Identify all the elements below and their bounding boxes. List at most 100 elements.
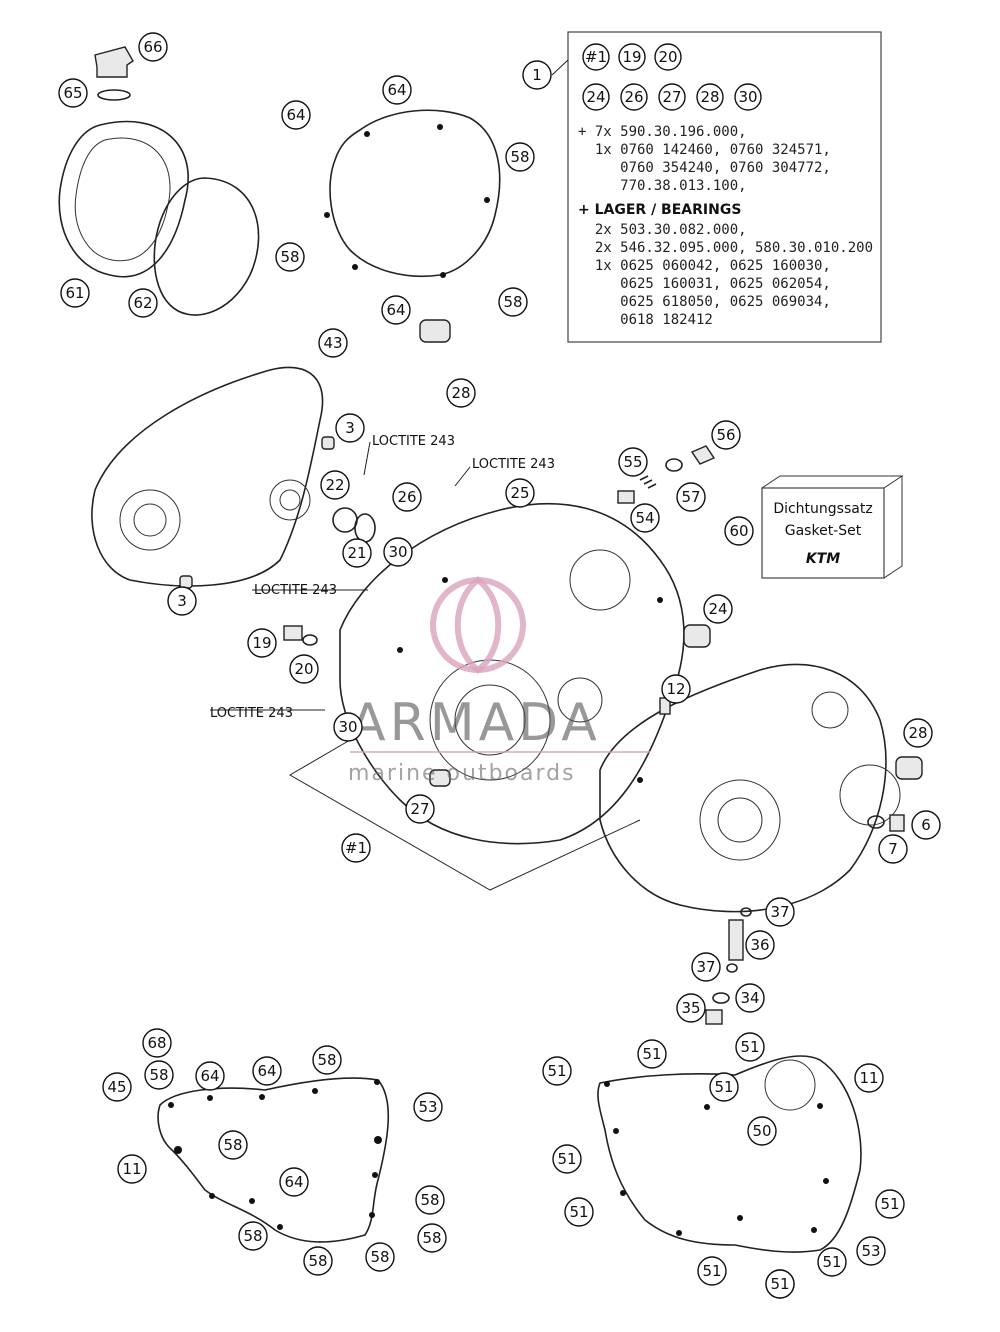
callout-l58a: 58	[144, 1060, 174, 1090]
kit-row-1: #1 19 20	[582, 43, 682, 71]
kit-part-lines: + 7x 590.30.196.000, 1x 0760 142460, 076…	[578, 124, 873, 328]
gasket-set-box: Dichtungssatz Gasket-Set KTM	[761, 475, 904, 579]
crankcase-gasket-right	[597, 1055, 862, 1253]
callout-r50: 50	[747, 1116, 777, 1146]
callout-number: 58	[243, 1227, 262, 1245]
callout-circle	[275, 242, 305, 272]
callout-number: 58	[223, 1136, 242, 1154]
callout-c22: 22	[320, 470, 350, 500]
callout-number: 34	[740, 989, 759, 1007]
callout-c66: 66	[138, 32, 168, 62]
callout-number: 25	[510, 484, 529, 502]
callout-circle	[552, 1144, 582, 1174]
callout-circle	[413, 1092, 443, 1122]
callout-c62: 62	[128, 288, 158, 318]
callout-c65: 65	[58, 78, 88, 108]
callout-r51g: 51	[564, 1197, 594, 1227]
callout-number: 3	[345, 419, 355, 437]
washer-34	[712, 992, 730, 1004]
svg-text:24: 24	[586, 88, 605, 106]
callout-c64b: 64	[382, 75, 412, 105]
callout-c7: 7	[878, 834, 908, 864]
callout-r51b: 51	[637, 1039, 667, 1069]
callout-circle	[281, 100, 311, 130]
kit-bearings-title: + LAGER / BEARINGS	[578, 202, 741, 218]
callout-circle	[142, 1028, 172, 1058]
callout-number: 62	[133, 294, 152, 312]
callout-circle	[312, 1045, 342, 1075]
callout-c12: 12	[661, 674, 691, 704]
kit-callout: 26	[620, 83, 648, 111]
callout-c37a: 37	[765, 897, 795, 927]
callout-circle	[446, 378, 476, 408]
ring-37b	[726, 963, 738, 973]
kit-line: 0760 354240, 0760 304772,	[578, 160, 831, 176]
loctite-label-2: LOCTITE 243	[472, 457, 555, 472]
kit-callout: #1	[582, 43, 610, 71]
callout-l58e: 58	[238, 1221, 268, 1251]
bushing-27	[429, 769, 451, 787]
callout-number: 64	[284, 1173, 303, 1191]
callout-c60: 60	[724, 516, 754, 546]
callout-circle	[747, 1116, 777, 1146]
callout-circle	[333, 712, 363, 742]
clutch-cover	[58, 120, 189, 278]
watermark-title: ARMADA	[350, 693, 601, 753]
callout-circle	[167, 586, 197, 616]
callout-r51c: 51	[735, 1032, 765, 1062]
callout-l64b: 64	[252, 1056, 282, 1086]
callout-c58a: 58	[505, 142, 535, 172]
callout-circle	[817, 1247, 847, 1277]
callout-r51a: 51	[542, 1056, 572, 1086]
callout-circle	[341, 833, 371, 863]
svg-text:19: 19	[622, 48, 641, 66]
callout-number: 30	[388, 543, 407, 561]
callout-number: 1	[532, 66, 542, 84]
callout-number: 3	[177, 592, 187, 610]
callout-number: 20	[294, 660, 313, 678]
callout-circle	[195, 1061, 225, 1091]
callout-circle	[417, 1223, 447, 1253]
callout-circle	[676, 482, 706, 512]
callout-number: 56	[716, 426, 735, 444]
callout-circle	[128, 288, 158, 318]
callout-l58h: 58	[365, 1242, 395, 1272]
callout-c21: 21	[342, 538, 372, 568]
callout-circle	[703, 594, 733, 624]
callout-number: 43	[323, 334, 342, 352]
callout-l45: 45	[102, 1072, 132, 1102]
callout-circle	[117, 1154, 147, 1184]
o-ring-small	[97, 89, 131, 101]
callout-circle	[218, 1130, 248, 1160]
callout-number: 12	[666, 680, 685, 698]
callout-circle	[318, 328, 348, 358]
callout-c35: 35	[676, 993, 706, 1023]
kit-line: 770.38.013.100,	[578, 178, 747, 194]
callout-circle	[765, 897, 795, 927]
kit-bearing-line: 2x 546.32.095.000, 580.30.010.200	[578, 240, 873, 256]
plug-56	[690, 445, 716, 465]
callout-circle	[875, 1189, 905, 1219]
kit-callout: 20	[654, 43, 682, 71]
callout-circle	[392, 482, 422, 512]
callout-number: 55	[623, 453, 642, 471]
callout-c28a: 28	[446, 378, 476, 408]
callout-c1: 1	[522, 60, 552, 90]
callout-l64c: 64	[279, 1167, 309, 1197]
callout-l11: 11	[117, 1154, 147, 1184]
callout-number: 11	[859, 1069, 878, 1087]
callout-circle	[711, 420, 741, 450]
svg-text:30: 30	[738, 88, 757, 106]
callout-number: 64	[386, 301, 405, 319]
callout-c24: 24	[703, 594, 733, 624]
callout-number: 45	[107, 1078, 126, 1096]
callout-circle	[381, 295, 411, 325]
callout-number: 51	[880, 1195, 899, 1213]
callout-l64a: 64	[195, 1061, 225, 1091]
callout-l68: 68	[142, 1028, 172, 1058]
callout-number: 11	[122, 1160, 141, 1178]
